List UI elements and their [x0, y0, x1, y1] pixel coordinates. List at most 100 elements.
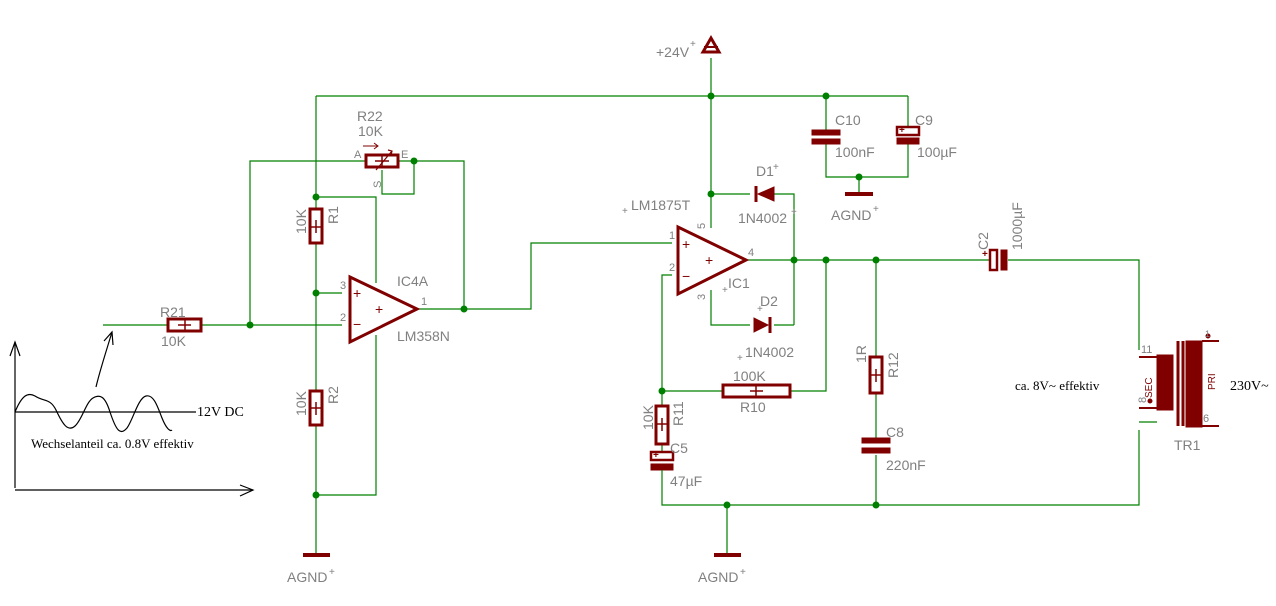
r22-value: 10K	[358, 123, 384, 139]
wires	[103, 58, 1219, 555]
c8-value: 220nF	[886, 457, 926, 473]
resistor-r1: 10K R1	[293, 206, 341, 245]
capacitor-c10: C10 100nF	[811, 112, 875, 160]
r22-name: R22	[357, 108, 383, 124]
c5-value: 47µF	[670, 473, 702, 489]
r10-value: 100K	[733, 368, 766, 384]
r10-name: R10	[740, 399, 766, 415]
svg-text:+: +	[757, 304, 763, 315]
r21-value: 10K	[161, 333, 187, 349]
tr1-pin11: 11	[1141, 344, 1152, 356]
junction	[312, 289, 320, 297]
svg-text:−: −	[682, 268, 690, 284]
capacitor-c9: + C9 100µF	[895, 112, 957, 160]
ic4a-part: LM358N	[397, 328, 450, 344]
supply-24v: +24V +	[656, 34, 722, 60]
c5-name: C5	[670, 440, 688, 456]
junction	[246, 321, 254, 329]
svg-text:+: +	[622, 206, 628, 217]
c10-value: 100nF	[835, 144, 875, 160]
r11-name: R11	[670, 401, 686, 426]
junction	[723, 501, 731, 509]
r11-value: 10K	[640, 404, 656, 430]
amplifier-ic1: + − + LM1875T + IC1 + 1 2 4 5 3	[622, 197, 754, 300]
c10-name: C10	[835, 112, 861, 128]
ic4a-pin2: 2	[340, 312, 346, 324]
tr1-name: TR1	[1174, 437, 1201, 453]
ic4a-pin3: 3	[340, 280, 346, 292]
d2-name: D2	[760, 293, 778, 309]
svg-text:−: −	[353, 316, 361, 332]
junction	[855, 173, 863, 181]
d1-name: D1	[756, 163, 774, 179]
junction	[312, 491, 320, 499]
capacitor-c8: C8 220nF	[861, 424, 926, 473]
ac-part-label: Wechselanteil ca. 0.8V effektiv	[31, 436, 194, 451]
r12-value: 1R	[853, 345, 869, 363]
svg-text:+: +	[690, 39, 696, 50]
dc-level-label: 12V DC	[197, 405, 244, 420]
junction	[790, 256, 798, 264]
junction	[707, 190, 715, 198]
tr1-pin6: 6	[1203, 413, 1209, 425]
waveform-sketch: 12V DC Wechselanteil ca. 0.8V effektiv	[9, 330, 255, 497]
junction	[312, 193, 320, 201]
tr1-pri: PRI	[1207, 373, 1218, 390]
junction	[872, 256, 880, 264]
r12-name: R12	[885, 352, 901, 378]
c2-name: C2	[975, 232, 991, 250]
ground-left: AGND +	[287, 553, 335, 585]
r22-pin-e: E	[401, 149, 408, 161]
ground-center: AGND +	[698, 553, 746, 585]
c8-name: C8	[886, 424, 904, 440]
diode-d2: D2 + 1N4002 +	[737, 293, 794, 364]
tr1-pin1: 1	[1205, 329, 1210, 339]
svg-text:+: +	[653, 450, 659, 461]
ic4a-name: IC4A	[397, 273, 429, 289]
capacitor-c2: + C2 1000µF	[975, 202, 1025, 272]
junction	[872, 501, 880, 509]
svg-text:+: +	[375, 301, 383, 317]
ic1-part: LM1875T	[631, 197, 691, 213]
resistor-r2: 10K R2	[293, 386, 341, 427]
resistor-r10: 100K R10	[721, 368, 792, 415]
ground-top: AGND +	[831, 192, 879, 223]
supply-label: +24V	[656, 44, 690, 60]
svg-text:+: +	[722, 285, 728, 296]
ic1-pin4: 4	[748, 247, 754, 259]
ic1-pin5: 5	[696, 223, 708, 229]
svg-text:+: +	[899, 125, 905, 136]
junction	[410, 157, 418, 165]
resistor-r12: 1R R12	[853, 345, 901, 395]
ic4a-pin1: 1	[421, 296, 427, 308]
r2-value: 10K	[293, 390, 309, 416]
diode-d1: D1 + 1N4002 +	[738, 162, 797, 226]
r1-name: R1	[325, 206, 341, 224]
tr1-sec: SEC	[1144, 377, 1155, 398]
svg-text:+: +	[791, 207, 797, 218]
transformer-tr1: SEC PRI 11 8 6 1 TR1	[1137, 329, 1219, 453]
capacitor-c5: + C5 47µF	[649, 440, 702, 489]
junction	[822, 256, 830, 264]
junction	[707, 92, 715, 100]
mains-label: 230V~	[1230, 379, 1269, 394]
svg-text:+: +	[329, 567, 335, 578]
r21-name: R21	[160, 304, 186, 320]
r1-value: 10K	[293, 208, 309, 234]
r2-name: R2	[325, 386, 341, 404]
svg-text:+: +	[353, 285, 361, 301]
r22-pin-s: S	[372, 181, 384, 188]
resistor-r11: 10K R11	[640, 401, 686, 446]
svg-text:+: +	[873, 204, 879, 215]
d2-part: 1N4002	[745, 344, 794, 360]
opamp-ic4a: + − + 3 2 1 IC4A LM358N	[340, 273, 450, 345]
junctions	[246, 92, 880, 509]
sec-voltage-label: ca. 8V~ effektiv	[1015, 378, 1100, 393]
ground-left-label: AGND	[287, 569, 327, 585]
svg-text:+: +	[982, 249, 988, 260]
ground-top-label: AGND	[831, 207, 871, 223]
ground-center-label: AGND	[698, 569, 738, 585]
ic1-name: IC1	[728, 275, 750, 291]
junction	[658, 387, 666, 395]
